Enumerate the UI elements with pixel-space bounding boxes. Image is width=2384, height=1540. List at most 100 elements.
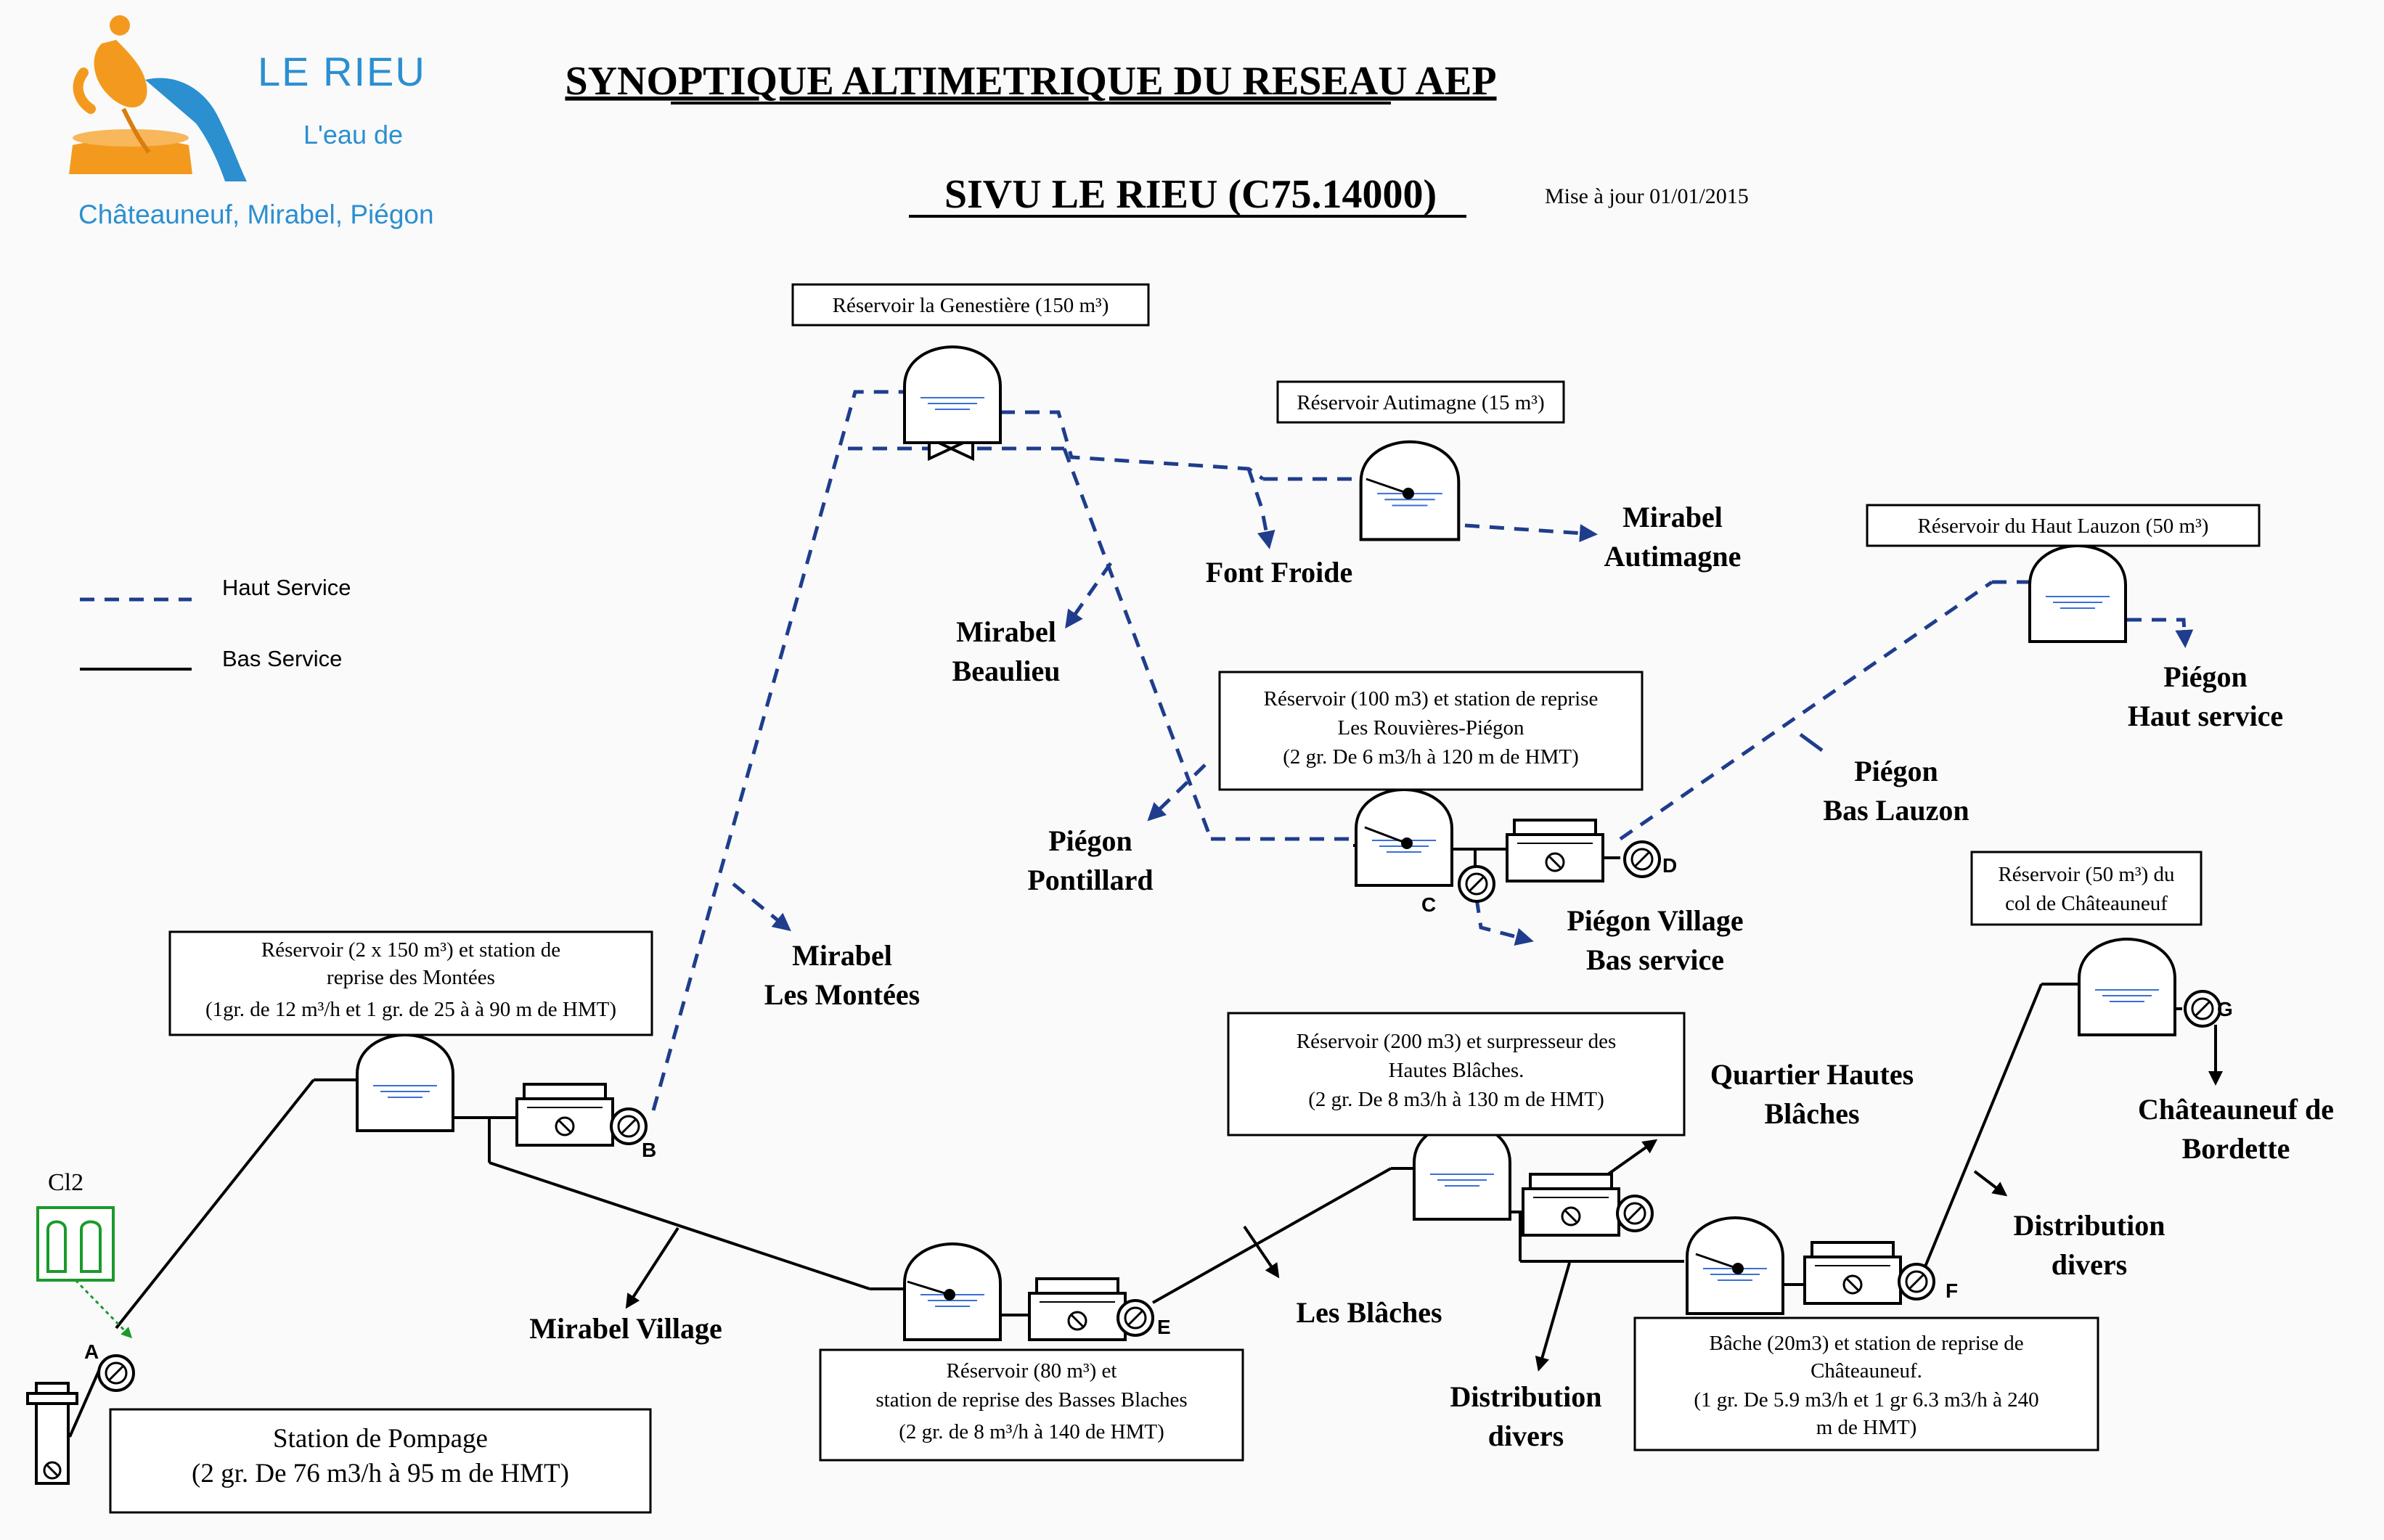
box-bache-l3: (1 gr. De 5.9 m3/h et 1 gr 6.3 m3/h à 24… bbox=[1694, 1388, 2038, 1412]
float-arm-rouv bbox=[1364, 826, 1408, 845]
arrow-mirabel-montees bbox=[732, 882, 791, 932]
arrow-piegon-village bbox=[1474, 898, 1534, 946]
float-arm-basses bbox=[907, 1280, 950, 1296]
dest-piegon-bas-lauzon-l2: Bas Lauzon bbox=[1823, 794, 1969, 827]
dest-piegon-haut-l1: Piégon bbox=[2163, 660, 2248, 693]
box-pompage-l2: (2 gr. De 76 m3/h à 95 m de HMT) bbox=[192, 1459, 569, 1488]
dest-chateauneuf-bordette-l2: Bordette bbox=[2182, 1132, 2290, 1165]
node-g: G bbox=[2217, 998, 2233, 1020]
legend-bas-label: Bas Service bbox=[222, 646, 342, 671]
page-title: SYNOPTIQUE ALTIMETRIQUE DU RESEAU AEP bbox=[565, 59, 1496, 104]
node-e: E bbox=[1157, 1316, 1171, 1338]
dest-mirabel-autimagne-l2: Autimagne bbox=[1604, 540, 1742, 573]
box-basses-blaches bbox=[819, 1348, 1244, 1462]
meter-hautes-icon bbox=[1616, 1195, 1654, 1232]
dest-piegon-pontillard-l2: Pontillard bbox=[1027, 864, 1153, 896]
pipe-f-col bbox=[1922, 983, 2043, 1271]
legend: Haut Service Bas Service bbox=[80, 575, 351, 671]
arrow-mirabel-autimagne bbox=[1464, 523, 1598, 543]
arrow-distribution-bottom bbox=[1535, 1262, 1571, 1372]
pipe-a-montees bbox=[115, 1078, 315, 1330]
pump-hautes-blaches-icon bbox=[1522, 1173, 1620, 1237]
node-d: D bbox=[1662, 854, 1677, 877]
tank-montees-icon bbox=[356, 1033, 454, 1132]
logo-towns: Châteauneuf, Mirabel, Piégon bbox=[78, 200, 434, 229]
meter-b-icon bbox=[610, 1107, 648, 1145]
update-date: Mise à jour 01/01/2015 bbox=[1545, 184, 1749, 208]
box-haut-lauzon-text: Réservoir du Haut Lauzon (50 m³) bbox=[1918, 515, 2209, 538]
pipe-b-genestiere bbox=[651, 390, 907, 1111]
box-basses-l3: (2 gr. de 8 m³/h à 140 de HMT) bbox=[899, 1420, 1164, 1443]
dest-piegon-village-l1: Piégon Village bbox=[1567, 904, 1743, 937]
box-rouvieres-l3: (2 gr. De 6 m3/h à 120 m de HMT) bbox=[1283, 745, 1579, 769]
node-f: F bbox=[1946, 1279, 1958, 1302]
logo-name: LE RIEU bbox=[258, 49, 426, 94]
node-a: A bbox=[84, 1340, 99, 1363]
box-basses-l1: Réservoir (80 m³) et bbox=[947, 1359, 1117, 1383]
pipe-genestiere-rouvieres bbox=[1062, 448, 1213, 840]
arrow-les-blaches bbox=[1243, 1225, 1280, 1279]
tank-col-chateauneuf-icon bbox=[2078, 938, 2176, 1036]
node-b: B bbox=[642, 1139, 656, 1161]
box-hautes-l3: (2 gr. De 8 m3/h à 130 m de HMT) bbox=[1308, 1088, 1604, 1111]
tank-hautes-blaches-icon bbox=[1413, 1122, 1511, 1221]
box-hautes-l1: Réservoir (200 m3) et surpresseur des bbox=[1297, 1030, 1617, 1053]
pump-montees-icon bbox=[515, 1083, 614, 1147]
dest-font-froide: Font Froide bbox=[1206, 556, 1353, 589]
meter-g-icon bbox=[2184, 990, 2221, 1028]
dest-les-blaches: Les Blâches bbox=[1296, 1296, 1442, 1329]
box-hautes-l2: Hautes Blâches. bbox=[1389, 1059, 1524, 1082]
box-genestiere bbox=[791, 283, 1150, 327]
node-c: C bbox=[1421, 893, 1436, 916]
box-rouvieres-l2: Les Rouvières-Piégon bbox=[1338, 716, 1524, 740]
box-autimagne bbox=[1276, 380, 1565, 424]
tank-genestiere-icon bbox=[903, 345, 1002, 444]
tank-haut-lauzon-icon bbox=[2028, 544, 2127, 643]
tap-bas-lauzon bbox=[1799, 732, 1824, 753]
arrow-piegon-haut bbox=[2127, 618, 2194, 648]
dest-quartier-hautes-l1: Quartier Hautes bbox=[1710, 1058, 1914, 1091]
box-rouvieres-l1: Réservoir (100 m3) et station de reprise bbox=[1264, 687, 1599, 710]
haut-service-pipes bbox=[651, 390, 2030, 1111]
dest-distribution-right-l1: Distribution bbox=[2014, 1209, 2165, 1242]
box-montees-l1: Réservoir (2 x 150 m³) et station de bbox=[261, 938, 560, 962]
well-pump-icon bbox=[26, 1382, 78, 1485]
box-montees bbox=[168, 930, 653, 1036]
dest-mirabel-montees-l1: Mirabel bbox=[792, 939, 892, 972]
destination-labels: Mirabel Autimagne Font Froide Mirabel Be… bbox=[529, 501, 2334, 1452]
dest-distribution-right-l2: divers bbox=[2052, 1248, 2127, 1281]
pipe-d-haut-lauzon bbox=[1619, 580, 1993, 841]
meter-f-icon bbox=[1898, 1263, 1935, 1301]
page-subtitle: SIVU LE RIEU (C75.14000) bbox=[944, 172, 1437, 217]
node-letters: A B C D E F G bbox=[84, 854, 2233, 1363]
meter-e-icon bbox=[1117, 1299, 1154, 1337]
box-pompage-l1: Station de Pompage bbox=[273, 1424, 488, 1454]
dest-chateauneuf-bordette-l1: Châteauneuf de bbox=[2138, 1093, 2334, 1126]
pump-bache-icon bbox=[1803, 1241, 1902, 1305]
arrow-distribution-right bbox=[1973, 1170, 2008, 1197]
pump-basses-blaches-icon bbox=[1028, 1277, 1127, 1341]
dest-mirabel-autimagne-l1: Mirabel bbox=[1622, 501, 1723, 533]
pipe-source-a bbox=[68, 1364, 103, 1438]
tank-rouvieres-icon bbox=[1355, 788, 1453, 887]
dest-mirabel-village: Mirabel Village bbox=[529, 1312, 722, 1345]
dest-mirabel-montees-l2: Les Montées bbox=[764, 978, 920, 1011]
dest-piegon-pontillard-l1: Piégon bbox=[1048, 824, 1132, 857]
meter-c-icon bbox=[1458, 865, 1495, 903]
box-montees-l3: (1gr. de 12 m³/h et 1 gr. de 25 à à 90 m… bbox=[205, 998, 616, 1021]
arrow-font-froide bbox=[1246, 468, 1275, 549]
logo-mascot-icon bbox=[69, 15, 247, 181]
meter-a-icon bbox=[97, 1354, 135, 1392]
info-boxes: Réservoir la Genestière (150 m³) Réservo… bbox=[109, 283, 2261, 1514]
dest-piegon-village-l2: Bas service bbox=[1586, 943, 1724, 976]
chlorine-injector-icon bbox=[36, 1206, 133, 1339]
box-col-chateauneuf bbox=[1970, 851, 2203, 926]
pump-rouvieres-icon bbox=[1506, 819, 1604, 882]
box-genestiere-text: Réservoir la Genestière (150 m³) bbox=[833, 294, 1109, 317]
pipe-montees-basses bbox=[489, 1161, 870, 1290]
box-station-pompage bbox=[109, 1408, 652, 1514]
cl2-label: Cl2 bbox=[48, 1169, 83, 1196]
box-col-l2: col de Châteauneuf bbox=[2005, 892, 2168, 915]
box-rouvieres bbox=[1218, 671, 1644, 791]
float-arm-bache bbox=[1695, 1253, 1739, 1270]
